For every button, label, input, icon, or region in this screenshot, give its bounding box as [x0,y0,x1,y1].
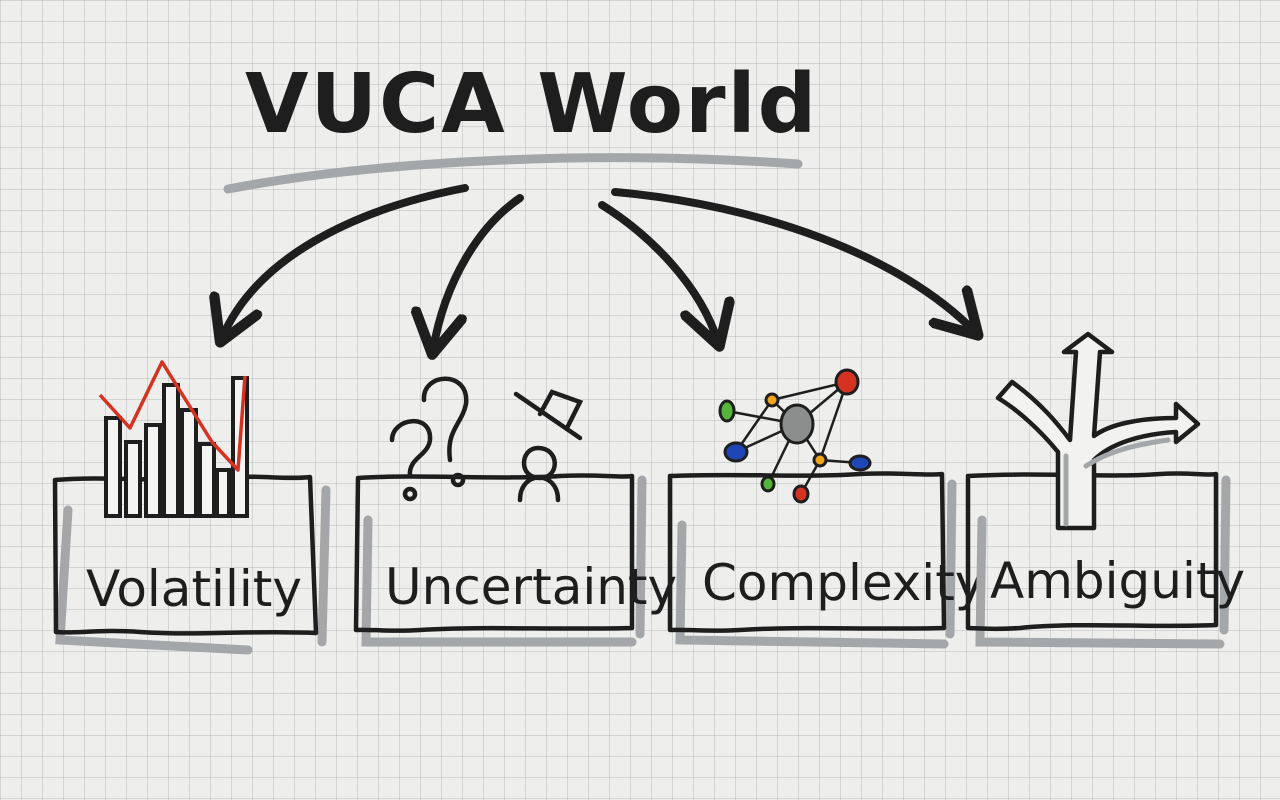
diagram-title: VUCA World [245,57,818,152]
category-label-uncertainty: Uncertainty [385,558,677,616]
box-shadow [55,485,331,655]
category-complexity: Complexity [667,368,984,649]
arrows [222,184,975,350]
arrow-complexity [598,201,718,342]
box-shadow [361,475,647,647]
box-outline [353,473,635,633]
category-ambiguity: Ambiguity [965,331,1245,649]
bar-chart-icon [98,360,249,518]
box-outline [667,471,947,633]
box-shadow [975,475,1231,649]
category-label-complexity: Complexity [702,554,984,612]
title-underline [223,153,803,194]
category-label-ambiguity: Ambiguity [990,552,1245,610]
arrow-volatility [222,184,469,338]
question-person-icon [389,376,584,503]
box-shadow [675,479,957,649]
fork-road-icon [995,331,1201,531]
arrow-ambiguity [611,188,975,332]
arrow-uncertainty [433,194,524,350]
category-label-volatility: Volatility [86,560,302,618]
network-icon [718,368,872,504]
category-uncertainty: Uncertainty [353,376,677,647]
category-volatility: Volatility [52,360,331,655]
